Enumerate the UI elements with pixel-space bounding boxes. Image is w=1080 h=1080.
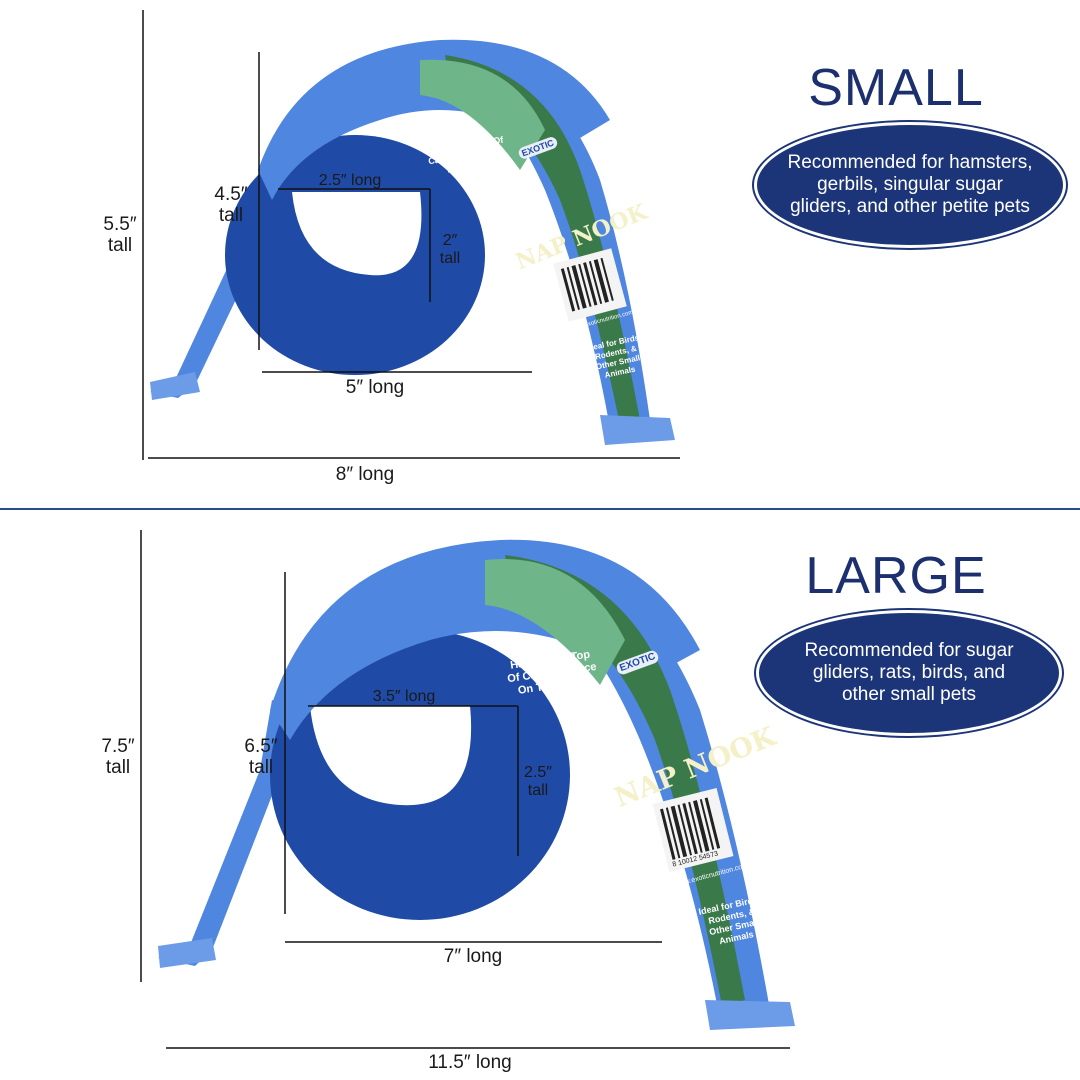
small-inner-height-label: 4.5″tall [214, 184, 248, 226]
large-opening-width-label: 3.5″ long [372, 688, 436, 705]
small-recommendation-badge: Recommended for hamsters, gerbils, singu… [752, 120, 1068, 250]
small-nook-opening [292, 192, 422, 276]
small-size-title: SMALL [808, 59, 984, 117]
large-nook-label [505, 555, 745, 1006]
small-size-panel: 5.5″tall 8″ long 4.5″tall 5″ long 2.5″ l… [0, 0, 1080, 508]
large-overall-height-label: 7.5″tall [101, 736, 135, 778]
large-nook-left-leg [158, 700, 288, 966]
small-nook-illustration [142, 10, 680, 460]
large-nook-illustration [140, 530, 795, 1049]
small-nook-front-foot [600, 415, 675, 445]
large-size-panel: 7.5″tall 11.5″ long 6.5″tall 7″ long 3.5… [0, 510, 1080, 1080]
large-inner-length-label: 7″ long [443, 946, 503, 967]
large-recommendation-badge: Recommended for sugar gliders, rats, bir… [754, 608, 1064, 738]
large-opening-height-label: 2.5″tall [524, 764, 552, 799]
small-opening-width-label: 2.5″ long [318, 172, 382, 189]
large-recommendation-text: Recommended for sugar gliders, rats, bir… [804, 640, 1014, 705]
small-nook-left-foot [150, 372, 200, 400]
small-nook-front-arch [440, 40, 650, 428]
small-recommendation-text: Recommended for hamsters, gerbils, singu… [787, 152, 1033, 217]
small-inner-length-label: 5″ long [345, 377, 405, 398]
section-divider [0, 508, 1080, 510]
small-opening-height-label: 2″tall [439, 232, 461, 267]
large-inner-height-label: 6.5″tall [244, 736, 278, 778]
large-nook-left-foot [158, 938, 216, 968]
large-nook-front-foot [705, 1000, 795, 1030]
large-nook-opening [310, 706, 472, 806]
small-overall-length-label: 8″ long [335, 464, 395, 485]
large-size-title: LARGE [805, 547, 987, 605]
small-overall-height-label: 5.5″tall [103, 214, 137, 256]
large-overall-length-label: 11.5″ long [428, 1052, 512, 1073]
